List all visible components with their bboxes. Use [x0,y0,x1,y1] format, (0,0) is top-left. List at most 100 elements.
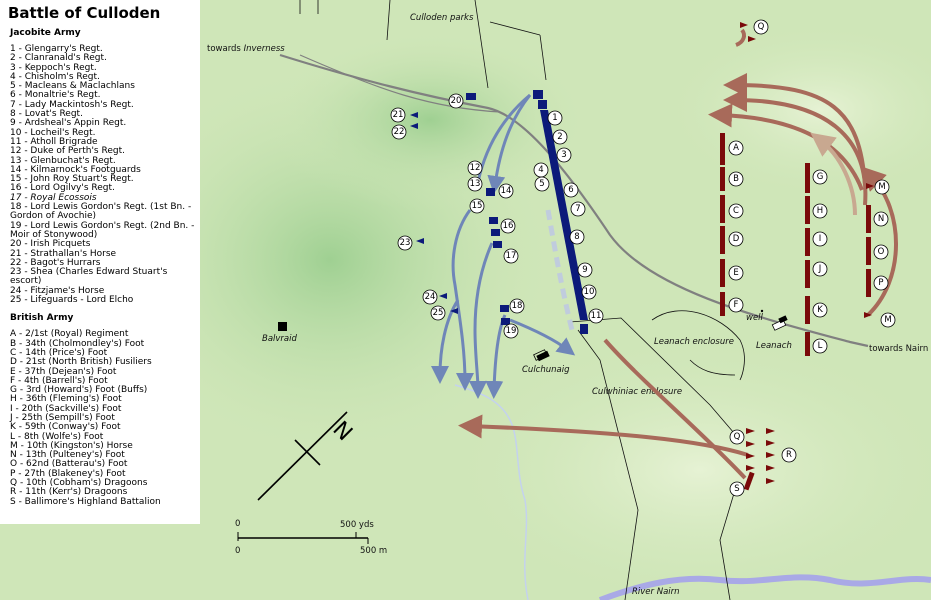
label-culchunaig: Culchunaig [522,365,570,375]
jacobite-unit-block [533,90,543,99]
jacobite-unit-16 [491,229,500,236]
svg-text:M: M [884,315,891,325]
british-unit-I [805,228,810,256]
svg-text:20: 20 [451,96,462,106]
legend-jacobite-item-19: 19 - Lord Lewis Gordon's Regt. (2nd Bn. … [10,220,195,240]
svg-text:2: 2 [557,132,562,142]
svg-text:R: R [786,450,792,460]
legend-jacobite-item-18: 18 - Lord Lewis Gordon's Regt. (1st Bn. … [10,202,192,222]
legend-british-item-E: E - 37th (Dejean's) Foot [10,366,117,377]
marker-O: O [873,244,889,260]
svg-text:23: 23 [400,238,411,248]
svg-text:6: 6 [568,185,573,195]
marker-20: 20 [448,93,464,109]
label-towards-nairn: towards Nairn [869,344,928,354]
svg-text:19: 19 [506,326,517,336]
svg-text:E: E [733,268,738,278]
svg-text:M: M [878,182,885,192]
marker-25: 25 [430,305,446,321]
label-well: well [746,313,764,323]
scale-zero-m: 0 [235,546,240,556]
marker-1: 1 [547,110,563,126]
marker-R: R [781,447,797,463]
british-unit-S [743,471,755,491]
svg-text:C: C [733,206,739,216]
jacobite-front-line [540,110,588,320]
marker-D: D [728,231,744,247]
british-unit-J [805,260,810,288]
marker-N: N [873,211,889,227]
svg-text:K: K [817,305,823,315]
marker-22: 22 [391,124,407,140]
legend-british-item-N: N - 13th (Pulteney's) Foot [10,450,125,461]
marker-18: 18 [509,298,525,314]
building-culchunaig [533,349,550,362]
marker-17: 17 [503,248,519,264]
svg-text:21: 21 [393,110,404,120]
legend-british-item-O: O - 62nd (Batterau's) Foot [10,459,128,470]
label-towards-inverness: towards Inverness [207,44,285,54]
well-marker [760,309,764,313]
legend-british-item-R: R - 11th (Kerr's) Dragoons [10,487,128,498]
british-unit-C [720,195,725,223]
legend-british-item-A: A - 2/1st (Royal) Regiment [10,329,129,340]
legend-jacobite-item-9: 9 - Ardsheal's Appin Regt. [10,118,127,129]
marker-A: A [728,140,744,156]
svg-text:25: 25 [433,308,444,318]
legend-jacobite-item-13: 13 - Glenbuchat's Regt. [10,155,116,166]
river-nairn [598,574,931,600]
legend-jacobite-item-11: 11 - Atholl Brigrade [10,136,98,147]
legend-jacobite-item-8: 8 - Lovat's Regt. [10,109,83,120]
svg-text:A: A [733,143,739,153]
jacobite-movements [431,93,576,399]
svg-text:12: 12 [470,163,481,173]
marker-14: 14 [498,183,514,199]
british-unit-G [805,163,810,193]
marker-L: L [812,338,828,354]
british-cavalry-flags [740,22,874,484]
legend-panel: Battle of Culloden Jacobite Army 1 - Gle… [0,0,200,524]
marker-5: 5 [534,176,550,192]
british-unit-N [866,205,871,233]
jacobite-unit-block [538,100,547,109]
building-leanach [771,315,788,331]
marker-19: 19 [503,323,519,339]
marker-2: 2 [552,129,568,145]
marker-7: 7 [570,201,586,217]
svg-text:Q: Q [734,432,741,442]
marker-H: H [812,203,828,219]
legend-british-item-C: C - 14th (Price's) Foot [10,347,108,358]
svg-text:J: J [818,264,822,274]
legend-jacobite-item-23: 23 - Shea (Charles Edward Stuart's escor… [10,267,168,287]
jacobite-unit-block [580,324,588,334]
label-leanach-enclosure: Leanach enclosure [654,337,734,347]
legend-jacobite-item-1: 1 - Glengarry's Regt. [10,44,103,54]
british-unit-E [720,259,725,287]
marker-8: 8 [569,229,585,245]
unit-labels: 1 2 3 4 5 6 7 8 9 10 11 12 13 14 15 16 1… [390,19,896,497]
jacobite-cavalry-flags [410,112,458,314]
legend-jacobite-item-12: 12 - Duke of Perth's Regt. [10,146,125,157]
legend-british-item-P: P - 27th (Blakeney's) Foot [10,468,126,479]
svg-text:Q: Q [758,22,765,32]
svg-text:N: N [878,214,884,224]
marker-15: 15 [469,198,485,214]
svg-text:7: 7 [575,204,580,214]
legend-jacobite-item-21: 21 - Strathallan's Horse [10,248,117,259]
british-unit-F [720,292,725,316]
legend-jacobite-item-2: 2 - Clanranald's Regt. [10,53,107,64]
legend-british-item-I: I - 20th (Sackville's) Foot [10,403,122,414]
british-unit-A [720,133,725,165]
label-leanach: Leanach [756,341,792,351]
marker-M-bottom: M [880,312,896,328]
legend-british-item-S: S - Ballimore's Highland Battalion [10,496,161,507]
british-unit-K [805,296,810,324]
marker-I: I [812,231,828,247]
scale-zero-yds: 0 [235,519,240,529]
marker-J: J [812,261,828,277]
svg-text:18: 18 [512,301,523,311]
svg-text:5: 5 [539,179,544,189]
legend-british-item-K: K - 59th (Conway's) Foot [10,422,121,433]
marker-21: 21 [390,107,406,123]
svg-text:1: 1 [552,113,557,123]
